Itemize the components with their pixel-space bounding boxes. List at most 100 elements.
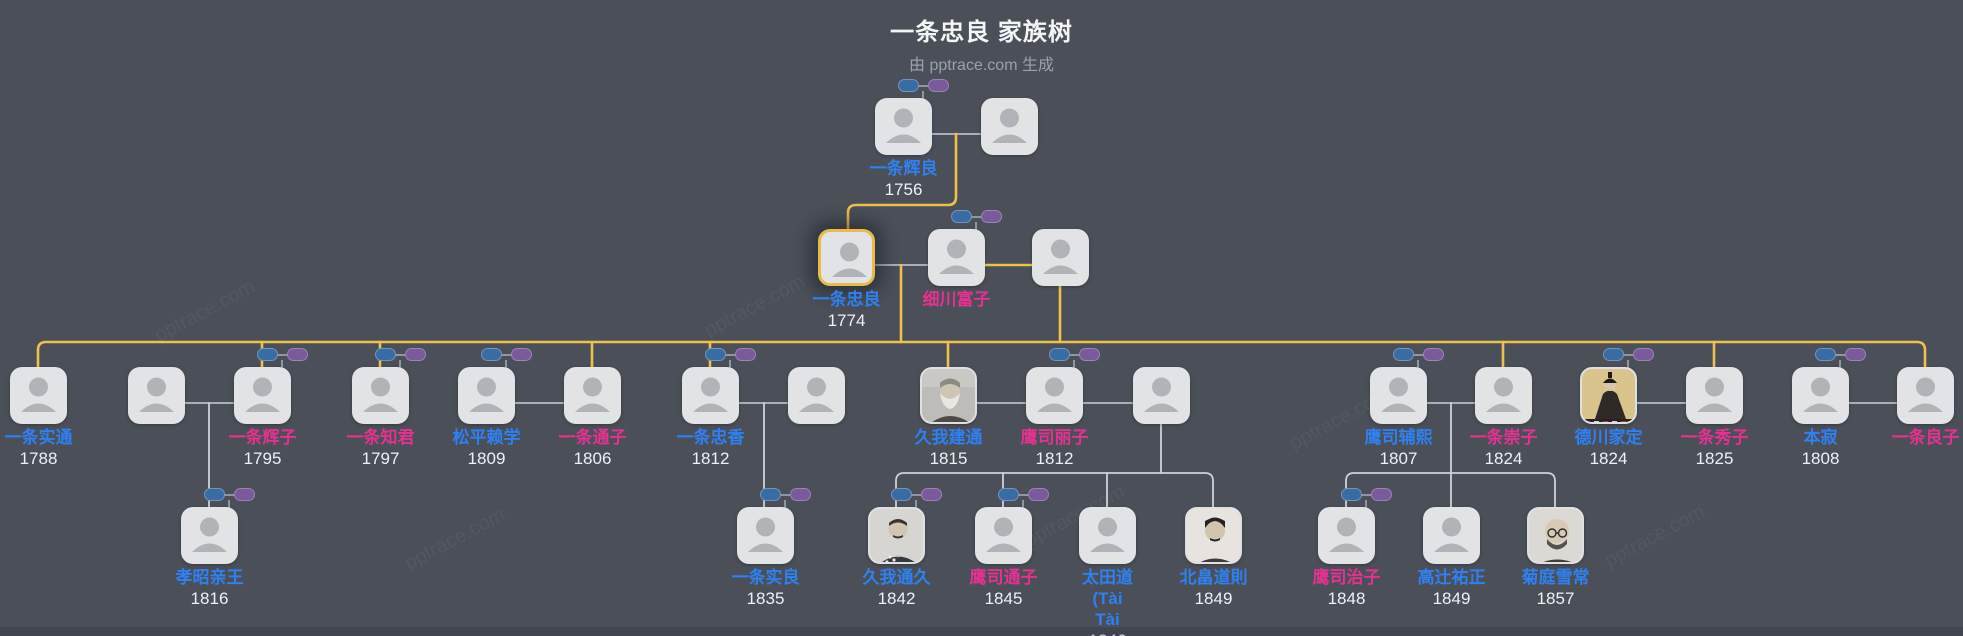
father-pill-icon[interactable] [997, 488, 1019, 501]
mother-pill-icon[interactable] [510, 348, 532, 361]
person-node-p27[interactable]: 太田道(TàiTài1846 [1078, 507, 1136, 636]
unknown-parents-control[interactable] [704, 348, 756, 368]
person-node-unnamed[interactable] [1132, 367, 1190, 424]
avatar-placeholder[interactable] [1031, 229, 1089, 286]
unknown-parents-control[interactable] [1814, 348, 1866, 368]
avatar-placeholder[interactable] [180, 507, 238, 564]
father-pill-icon[interactable] [897, 79, 919, 92]
avatar-placeholder[interactable] [233, 367, 291, 424]
person-node-unnamed[interactable] [127, 367, 185, 424]
avatar-placeholder[interactable] [351, 367, 409, 424]
father-pill-icon[interactable] [1814, 348, 1836, 361]
mother-pill-icon[interactable] [233, 488, 255, 501]
mother-pill-icon[interactable] [1844, 348, 1866, 361]
unknown-parents-control[interactable] [950, 210, 1002, 230]
person-node-unnamed[interactable] [1031, 229, 1089, 286]
father-pill-icon[interactable] [1392, 348, 1414, 361]
unknown-parents-control[interactable] [480, 348, 532, 368]
mother-pill-icon[interactable] [286, 348, 308, 361]
unknown-parents-control[interactable] [759, 488, 811, 508]
unknown-parents-control[interactable] [256, 348, 308, 368]
avatar-placeholder[interactable] [787, 367, 845, 424]
person-node-unnamed[interactable] [787, 367, 845, 424]
portrait-photo[interactable] [1526, 507, 1584, 564]
person-node-p22[interactable]: 一条良子 [1892, 367, 1960, 447]
avatar-placeholder[interactable] [1132, 367, 1190, 424]
unknown-parents-control[interactable] [203, 488, 255, 508]
father-pill-icon[interactable] [1602, 348, 1624, 361]
avatar-placeholder[interactable] [927, 229, 985, 286]
portrait-photo[interactable] [1184, 507, 1242, 564]
avatar-placeholder[interactable] [1896, 367, 1954, 424]
avatar-placeholder[interactable] [1317, 507, 1375, 564]
avatar-placeholder[interactable] [817, 229, 875, 286]
father-pill-icon[interactable] [759, 488, 781, 501]
mother-pill-icon[interactable] [1632, 348, 1654, 361]
father-pill-icon[interactable] [374, 348, 396, 361]
avatar-placeholder[interactable] [974, 507, 1032, 564]
father-pill-icon[interactable] [480, 348, 502, 361]
avatar-placeholder[interactable] [9, 367, 67, 424]
avatar-placeholder[interactable] [1025, 367, 1083, 424]
portrait-photo[interactable] [919, 367, 977, 424]
avatar-placeholder[interactable] [457, 367, 515, 424]
avatar-placeholder[interactable] [563, 367, 621, 424]
avatar-placeholder[interactable] [1369, 367, 1427, 424]
mother-pill-icon[interactable] [920, 488, 942, 501]
father-pill-icon[interactable] [1048, 348, 1070, 361]
mother-pill-icon[interactable] [927, 79, 949, 92]
avatar-placeholder[interactable] [736, 507, 794, 564]
mother-pill-icon[interactable] [734, 348, 756, 361]
mother-pill-icon[interactable] [1422, 348, 1444, 361]
person-node-p4[interactable]: 细川富子 [923, 210, 1002, 309]
father-pill-icon[interactable] [704, 348, 726, 361]
father-pill-icon[interactable] [203, 488, 225, 501]
unknown-parents-control[interactable] [997, 488, 1049, 508]
avatar-placeholder[interactable] [1791, 367, 1849, 424]
avatar-placeholder[interactable] [681, 367, 739, 424]
father-pill-icon[interactable] [950, 210, 972, 223]
unknown-parents-control[interactable] [374, 348, 426, 368]
unknown-parents-control[interactable] [890, 488, 942, 508]
father-pill-icon[interactable] [890, 488, 912, 501]
unknown-parents-control[interactable] [897, 79, 949, 99]
person-node-unnamed[interactable] [980, 98, 1038, 155]
mother-pill-icon[interactable] [1370, 488, 1392, 501]
mother-pill-icon[interactable] [404, 348, 426, 361]
father-pill-icon[interactable] [1340, 488, 1362, 501]
avatar-placeholder[interactable] [1422, 507, 1480, 564]
avatar-placeholder[interactable] [1685, 367, 1743, 424]
avatar-placeholder[interactable] [1474, 367, 1532, 424]
father-pill-icon[interactable] [256, 348, 278, 361]
unknown-parents-control[interactable] [1048, 348, 1100, 368]
mother-pill-icon[interactable] [980, 210, 1002, 223]
unknown-parents-control[interactable] [1602, 348, 1654, 368]
unknown-parents-control[interactable] [1392, 348, 1444, 368]
portrait-photo[interactable] [867, 507, 925, 564]
avatar-placeholder[interactable] [874, 98, 932, 155]
avatar-placeholder[interactable] [127, 367, 185, 424]
mother-pill-icon[interactable] [1078, 348, 1100, 361]
